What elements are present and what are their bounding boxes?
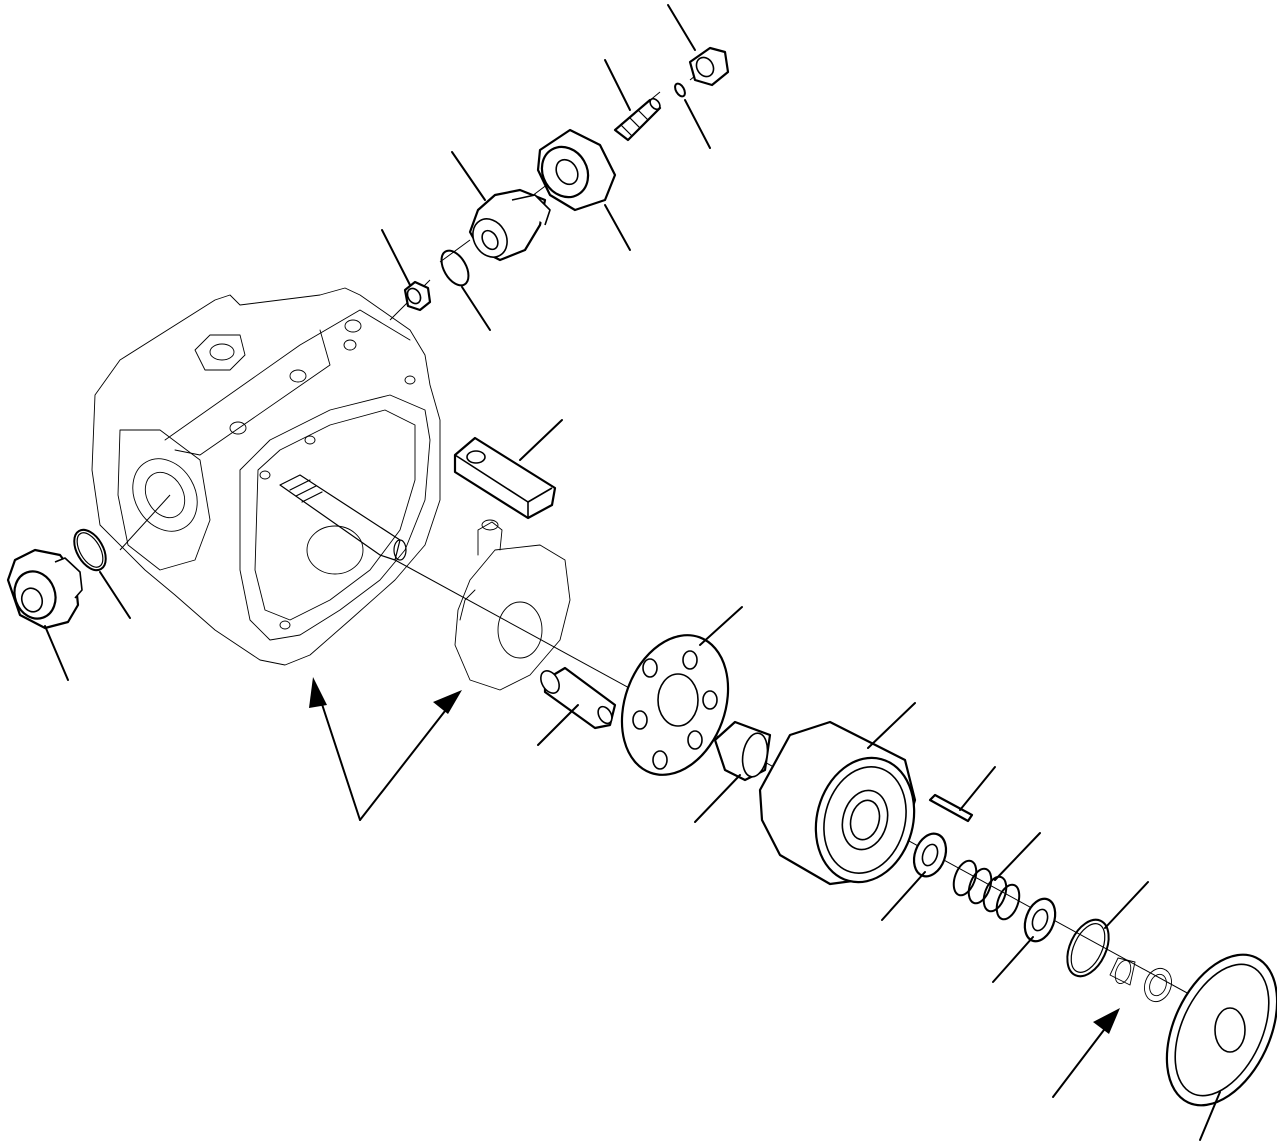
leader-orifice-plug [381, 229, 411, 286]
leader-piston [537, 704, 579, 746]
arrow-to-housing-head [309, 677, 327, 708]
leader-o-ring-upper [461, 286, 491, 331]
cylinder-block [758, 720, 917, 886]
leader-lock-nut [604, 204, 631, 251]
assembly-axis-lines [119, 71, 1201, 1001]
retainer-plate [620, 634, 730, 776]
arrow-to-housing [317, 691, 361, 821]
adjusting-screw [613, 97, 662, 142]
washer [912, 832, 948, 878]
arrow-to-swash-plate [359, 701, 453, 821]
pump-housing [91, 287, 441, 666]
pin [928, 793, 974, 823]
leader-side-o-ring [99, 571, 131, 619]
arrow-to-bearing-head [1093, 1008, 1120, 1034]
leader-washer [881, 871, 926, 921]
leader-cylinder-block [867, 702, 916, 749]
leader-pin [959, 766, 996, 811]
leader-small-o-ring [684, 99, 711, 149]
swash-plate [454, 519, 571, 691]
valve-plate [1165, 953, 1277, 1107]
o-ring-upper [440, 249, 470, 287]
side-plug [6, 548, 83, 630]
side-plug-o-ring [73, 528, 107, 572]
small-o-ring [674, 82, 686, 98]
piston [540, 666, 617, 730]
leader-side-plug [44, 625, 69, 681]
leader-retainer-plate [699, 606, 743, 646]
guide-block [453, 436, 557, 520]
snap-ring [1066, 918, 1110, 978]
leader-lines [44, 4, 1221, 1141]
orifice-plug [403, 280, 432, 312]
leader-guide-block [519, 419, 563, 461]
ball-guide [713, 720, 772, 782]
leader-seat-washer [992, 936, 1034, 983]
pointer-arrows [309, 677, 1120, 1098]
leader-adjusting-screw [604, 59, 631, 111]
seat-washer [1023, 897, 1057, 943]
leader-snap-ring [1104, 881, 1149, 929]
leader-valve-plate [1199, 1091, 1221, 1141]
cap-nut [688, 46, 730, 87]
leader-plug-body [451, 151, 486, 201]
arrow-to-bearing [1052, 1021, 1111, 1098]
plug-body [468, 188, 551, 262]
needle-bearing [1109, 957, 1172, 1003]
lock-nut [536, 128, 617, 212]
leader-ball-guide [694, 774, 741, 823]
leader-spring [994, 832, 1041, 881]
spring [952, 859, 1021, 921]
arrow-to-swash-plate-head [433, 690, 462, 714]
leader-cap-nut [667, 4, 696, 51]
